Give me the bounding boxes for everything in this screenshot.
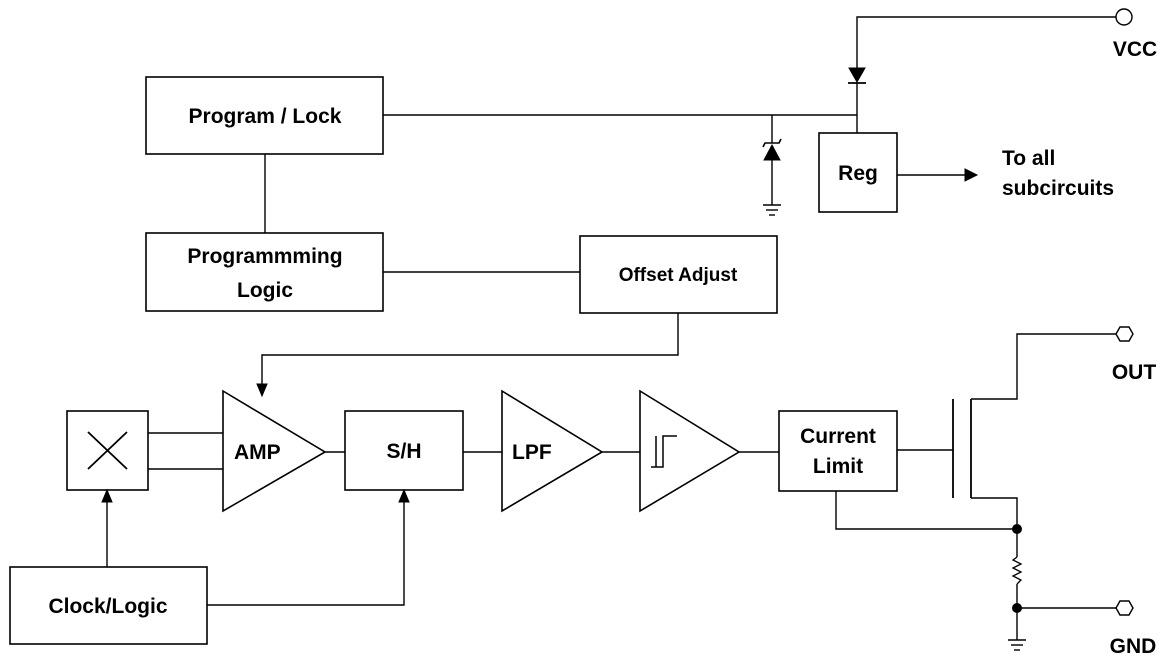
current-limit-block: Current Limit [778, 410, 898, 492]
mosfet-icon [952, 399, 972, 498]
clock-to-sh-wire [207, 500, 405, 606]
comparator-block [639, 389, 741, 513]
sample-hold-label: S/H [386, 440, 421, 463]
ground-icon [1008, 639, 1026, 651]
offset-to-amp-wire [261, 313, 679, 385]
programming-logic-block: Programmming Logic [145, 232, 384, 312]
sample-hold-block: S/H [344, 410, 464, 491]
vcc-wire [856, 16, 1116, 68]
sense-resistor-icon [1011, 556, 1023, 585]
vcc-label: VCC [1113, 38, 1157, 61]
clock-to-mult-arrow-icon [101, 488, 113, 503]
programming-logic-label-line2: Logic [237, 279, 293, 302]
clock-logic-block: Clock/Logic [9, 566, 208, 645]
reg-label: Reg [838, 162, 878, 185]
program-lock-label: Program / Lock [189, 105, 342, 128]
multiplier-block [66, 410, 149, 491]
program-lock-block: Program / Lock [145, 76, 384, 155]
sense-node-dot-icon [1012, 524, 1022, 534]
to-all-label-line1: To all [1002, 147, 1055, 170]
offset-adjust-label: Offset Adjust [619, 265, 738, 286]
source-wire [971, 497, 1018, 529]
current-limit-label-line2: Limit [813, 455, 863, 478]
current-limit-label-line1: Current [800, 425, 876, 448]
lpf-block: LPF [501, 389, 604, 513]
clock-to-sh-arrow-icon [398, 488, 410, 503]
gnd-label: GND [1110, 635, 1157, 658]
vcc-terminal-icon [1115, 8, 1133, 26]
reg-output-arrow-icon [964, 168, 979, 182]
supply-diode-icon [848, 67, 866, 84]
programming-logic-label-line1: Programmming [187, 245, 342, 268]
out-terminal-icon [1115, 326, 1134, 342]
drain-to-out-wire [971, 333, 1116, 400]
current-sense-wire [835, 491, 1017, 530]
gnd-terminal-icon [1115, 600, 1134, 616]
amp-label: AMP [234, 441, 281, 464]
lpf-label: LPF [512, 441, 552, 464]
offset-adjust-block: Offset Adjust [579, 235, 778, 314]
gnd-node-dot-icon [1012, 603, 1022, 613]
zener-ground-icon [763, 204, 781, 216]
out-label: OUT [1112, 361, 1157, 384]
reg-block: Reg [818, 132, 898, 213]
to-all-label-line2: subcircuits [1002, 177, 1114, 200]
amp-block: AMP [222, 389, 327, 513]
hysteresis-icon [651, 435, 677, 468]
offset-to-amp-arrow-icon [256, 383, 268, 398]
multiplier-icon [87, 431, 128, 470]
clock-logic-label: Clock/Logic [48, 595, 167, 618]
zener-diode-icon [762, 138, 782, 161]
